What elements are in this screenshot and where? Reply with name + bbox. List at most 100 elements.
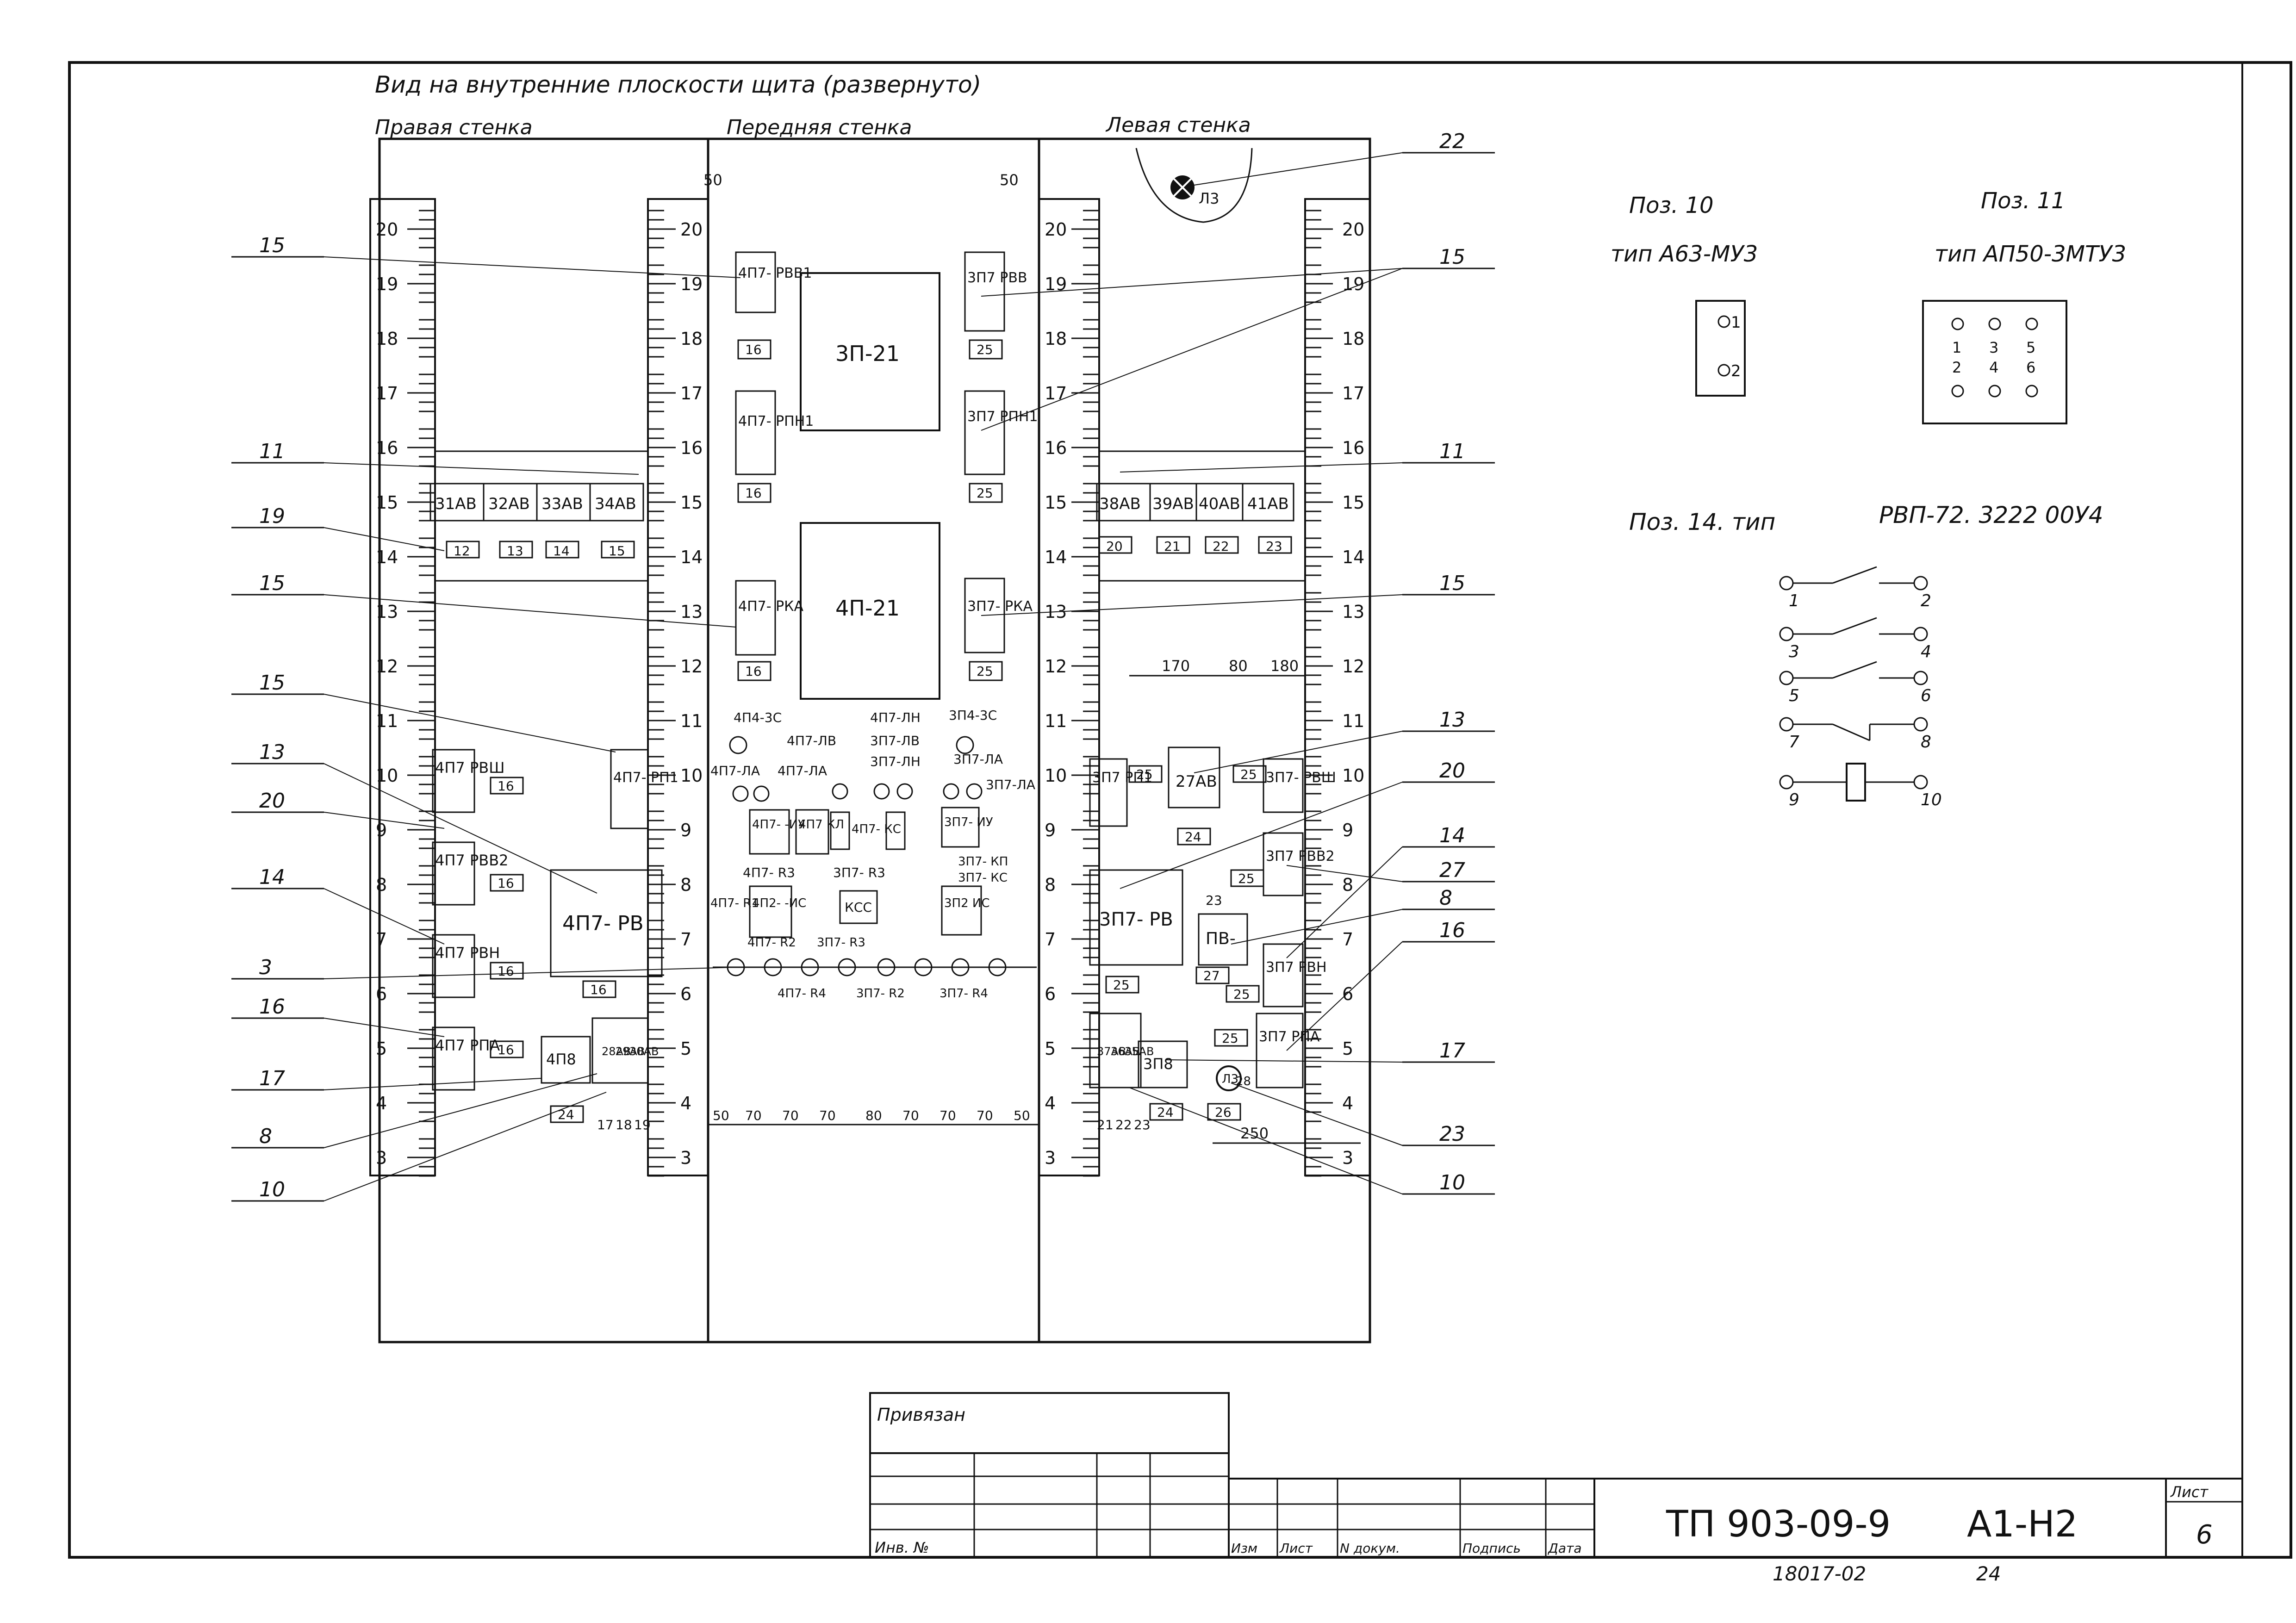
relay-3p7-rp1: 3П7 РП1 [1092, 770, 1152, 786]
label-4p7-r4: 4П7- R4 [778, 987, 826, 1001]
ruler-number: 11 [1045, 711, 1067, 731]
callout-left-12: 8 [259, 1125, 272, 1148]
ruler-number: 3 [1045, 1148, 1056, 1168]
ruler-number: 14 [1342, 547, 1364, 567]
callouts-left: 15 11 19 15 15 13 20 14 3 16 17 8 10 [231, 234, 741, 1202]
ruler-number: 18 [376, 329, 398, 349]
vert-breaker-37av: 37АВ [1097, 1045, 1126, 1058]
pos14-pin-10: 10 [1921, 790, 1942, 809]
tb-col-sign: Подпись [1462, 1541, 1521, 1556]
tb-bound: Привязан [877, 1405, 965, 1425]
tb-inv: Инв. № [875, 1539, 929, 1556]
tag-28: 28 [1236, 1075, 1251, 1088]
ruler-number: 17 [680, 383, 703, 404]
relay-3p7-rvsh: 3П7- РВШ [1266, 770, 1336, 786]
bottom-dim-4: 70 [819, 1108, 836, 1123]
ruler-number: 3 [1342, 1148, 1353, 1168]
ruler-number: 7 [680, 929, 691, 950]
pos11-title: Поз. 11 [1981, 188, 2066, 214]
device-3p7-iu: 3П7- ИУ [944, 815, 993, 829]
tag-25-a: 25 [977, 342, 993, 357]
dim-180: 180 [1270, 657, 1299, 675]
lamp-4p7-ln: 4П7-ЛН [870, 710, 921, 725]
device-4p7-kl: 4П7 КЛ [798, 818, 844, 832]
ruler-number: 11 [1342, 711, 1364, 731]
lamp-3p4-3s: 3П4-3С [949, 708, 997, 723]
vert-breaker-36av: 36АВ [1111, 1045, 1140, 1058]
ruler-number: 12 [376, 656, 398, 677]
ruler-number: 19 [376, 274, 398, 294]
tb-col-izm: Изм [1231, 1541, 1257, 1556]
bottom-dim-1: 50 [713, 1108, 729, 1123]
relay-3p7-rvv2: 3П7 РВВ2 [1266, 848, 1335, 864]
ruler-number: 16 [680, 438, 703, 458]
ruler-number: 15 [1342, 492, 1364, 513]
tag-25-e: 25 [1240, 767, 1257, 782]
callout-left-9: 3 [259, 956, 272, 979]
tag-16-e: 16 [590, 982, 607, 997]
callout-right-1: 22 [1439, 130, 1465, 153]
ruler-number: 18 [680, 329, 703, 349]
ruler-number: 9 [1045, 820, 1056, 840]
relay-4p7-rvn: 4П7 РВН [435, 944, 500, 962]
ruler-number: 5 [680, 1038, 691, 1059]
label-4p7-r1: 4П7- R1 [710, 896, 759, 910]
tb-archive: 18017-02 [1773, 1562, 1866, 1585]
ruler-number: 20 [680, 219, 703, 240]
ruler-number: 12 [1342, 656, 1364, 677]
tb-sheet-code: А1-Н2 [1967, 1504, 2078, 1545]
ruler-number: 7 [376, 929, 387, 950]
ruler-number: 10 [376, 765, 398, 786]
label-3p7-ks: 3П7- КС [958, 871, 1008, 885]
pos14-block: Поз. 14. тип РВП-72. 3222 00У4 1 2 3 4 5 [1629, 502, 2103, 809]
tag-16-h: 16 [745, 664, 762, 679]
pos11-pin-4: 4 [1989, 359, 1998, 376]
block-27av: 27АВ [1176, 772, 1217, 791]
pos10-pin-2: 2 [1731, 362, 1741, 380]
block-3p8: 3П8 [1143, 1055, 1173, 1073]
tag-23-c: 23 [1134, 1117, 1151, 1132]
pos11-pin-2: 2 [1952, 359, 1961, 376]
vert-breaker-29av: 29АВ [616, 1045, 645, 1058]
bottom-dim-2: 70 [745, 1108, 762, 1123]
tag-27: 27 [1203, 968, 1220, 983]
ruler-number: 10 [1342, 765, 1364, 786]
callout-right-12: 23 [1439, 1122, 1465, 1146]
relay-3p7-rka: 3П7- РКА [967, 598, 1033, 615]
ruler-number: 17 [1045, 383, 1067, 404]
ruler-number: 14 [376, 547, 398, 567]
device-3p2-is: 3П2 ИС [944, 896, 990, 910]
tb-col-doc: N докум. [1340, 1541, 1400, 1556]
callout-left-7: 20 [259, 789, 285, 813]
ruler-number: 4 [376, 1093, 387, 1113]
ruler-number: 14 [1045, 547, 1067, 567]
tag-12: 12 [454, 543, 470, 559]
ruler-number: 17 [376, 383, 398, 404]
pos14-title: Поз. 14. тип [1629, 509, 1775, 535]
ruler-number: 8 [1045, 875, 1056, 895]
view-title: Вид на внутренние плоскости щита (развер… [375, 71, 981, 98]
lamp-3p7-la-2: 3П7-ЛА [986, 777, 1035, 792]
dim-top-right: 50 [1000, 171, 1019, 189]
callout-right-7: 14 [1439, 824, 1465, 847]
ruler-number: 16 [1045, 438, 1067, 458]
tag-14: 14 [553, 543, 570, 559]
tag-18: 18 [616, 1117, 632, 1132]
sheet-frame [68, 61, 2292, 1559]
ruler-number: 6 [1342, 984, 1353, 1004]
tag-22: 22 [1213, 539, 1229, 554]
block-4p7-rp1: 4П7- РП1 [613, 770, 678, 786]
device-4p7-ks: 4П7- КС [852, 822, 901, 836]
tag-25-b: 25 [977, 485, 993, 501]
pos11-pin-3: 3 [1989, 339, 1998, 356]
callout-right-9: 8 [1439, 886, 1452, 910]
ruler-number: 8 [680, 875, 691, 895]
vert-breaker-35av: 35АВ [1125, 1045, 1154, 1058]
callout-left-11: 17 [259, 1067, 285, 1090]
pos10-type: тип А63-МУ3 [1611, 241, 1758, 267]
tag-21-b: 21 [1097, 1117, 1114, 1132]
tag-24-c: 24 [1157, 1105, 1174, 1120]
relay-4p7-rvsh: 4П7 РВШ [435, 759, 504, 777]
vert-breaker-30av: 30АВ [629, 1045, 659, 1058]
